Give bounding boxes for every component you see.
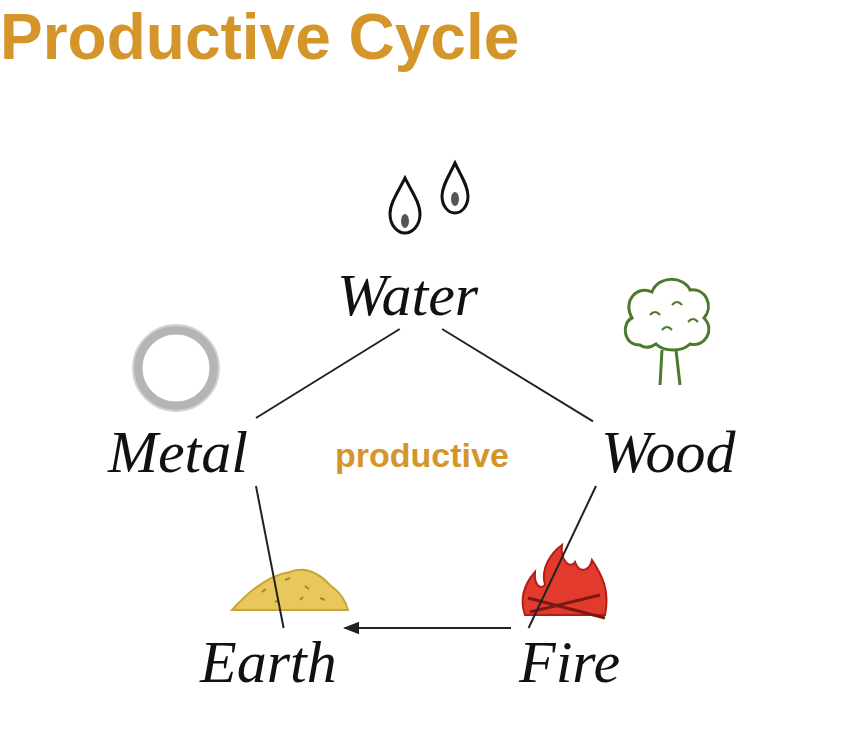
cycle-connector xyxy=(529,486,596,628)
element-name: Wood xyxy=(601,422,735,482)
cycle-label: productive xyxy=(335,436,509,475)
metal-ring xyxy=(138,330,214,406)
cycle-connector xyxy=(442,329,593,421)
water-drop xyxy=(442,163,468,213)
earth-pile xyxy=(232,570,348,610)
water-drop xyxy=(390,178,420,233)
cycle-connector xyxy=(256,329,400,418)
element-name: Earth xyxy=(200,632,337,692)
element-name: Metal xyxy=(108,422,248,482)
tree-leaves xyxy=(650,302,698,330)
element-node: Metal xyxy=(100,418,256,486)
cycle-connector xyxy=(345,627,511,629)
water-drop-shine xyxy=(401,214,409,228)
element-node: Earth xyxy=(192,628,345,696)
element-node: Water xyxy=(329,261,486,329)
element-node: Wood xyxy=(593,418,743,486)
element-node: Fire xyxy=(511,628,628,696)
tree-crown xyxy=(625,279,709,350)
title: Productive Cycle xyxy=(0,0,519,74)
metal-ring-edge xyxy=(133,325,219,411)
cycle-connector xyxy=(256,486,284,628)
water-drop-shine xyxy=(451,192,459,206)
element-name: Fire xyxy=(519,632,620,692)
element-name: Water xyxy=(337,265,478,325)
earth-grains xyxy=(262,578,325,602)
tree-trunk xyxy=(660,350,680,385)
